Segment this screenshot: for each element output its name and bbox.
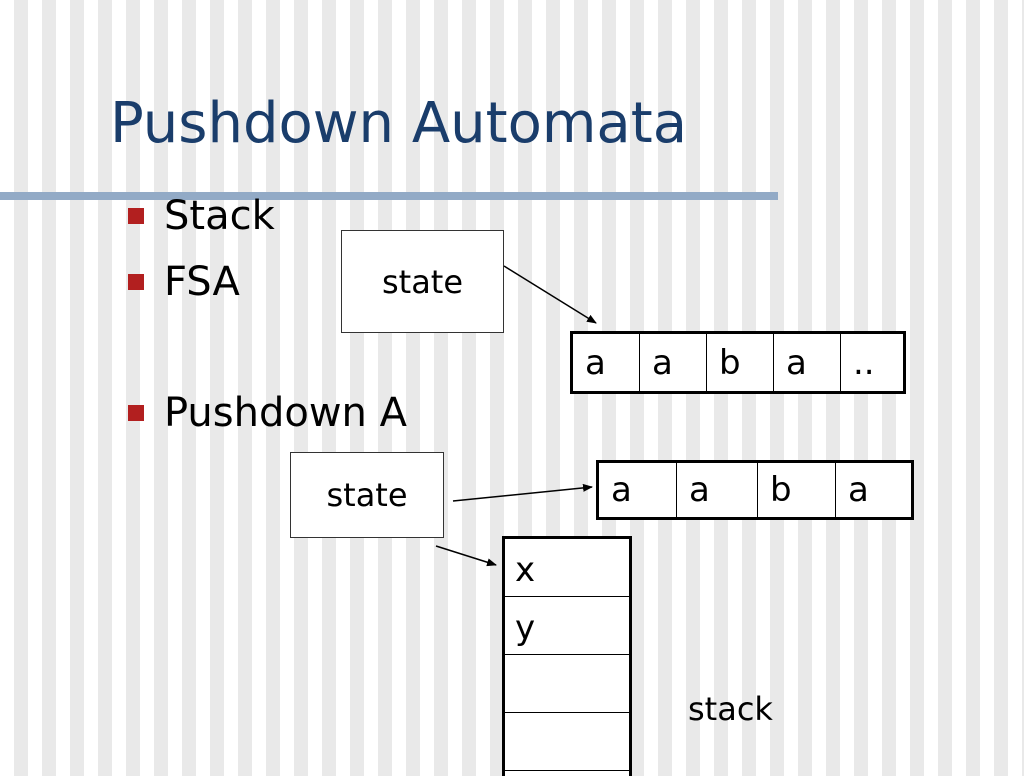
stack-cell: x [505,539,629,597]
bullet-stack: Stack [128,196,275,236]
bullet-pushdown: Pushdown A [128,393,407,433]
tape-cell: a [677,463,758,517]
tape-cell: a [599,463,677,517]
pda-state-box: state [290,452,444,538]
square-bullet-icon [128,405,144,421]
stack-cell: y [505,597,629,655]
square-bullet-icon [128,274,144,290]
tape-cell: .. [853,342,875,383]
square-bullet-icon [128,208,144,224]
pda-state-to-tape-arrow [452,483,593,502]
slide-title: Pushdown Automata [110,91,688,156]
pda-stack: x y [502,536,632,776]
pda-state-label: state [326,476,408,514]
bullet-text: Pushdown A [164,390,407,436]
stack-cell [505,655,629,713]
fsa-state-label: state [381,262,464,301]
tape-cell: a [640,334,707,391]
pda-state-to-stack-arrow [435,545,497,567]
bullet-fsa: FSA [128,262,240,302]
bullet-text: FSA [164,259,240,305]
bullet-text: Stack [164,193,275,239]
tape-cell: a [774,334,841,391]
fsa-state-to-tape-arrow [503,265,597,324]
stack-label: stack [688,690,773,728]
tape-cell: a [573,334,640,391]
title-divider [0,192,778,200]
tape-cell: a [848,470,869,510]
fsa-state-box: state [341,230,504,333]
tape-cell: b [707,334,774,391]
tape-cell: b [758,463,836,517]
pda-input-tape: a a b a [596,460,914,520]
fsa-input-tape: a a b a .. [570,331,906,394]
